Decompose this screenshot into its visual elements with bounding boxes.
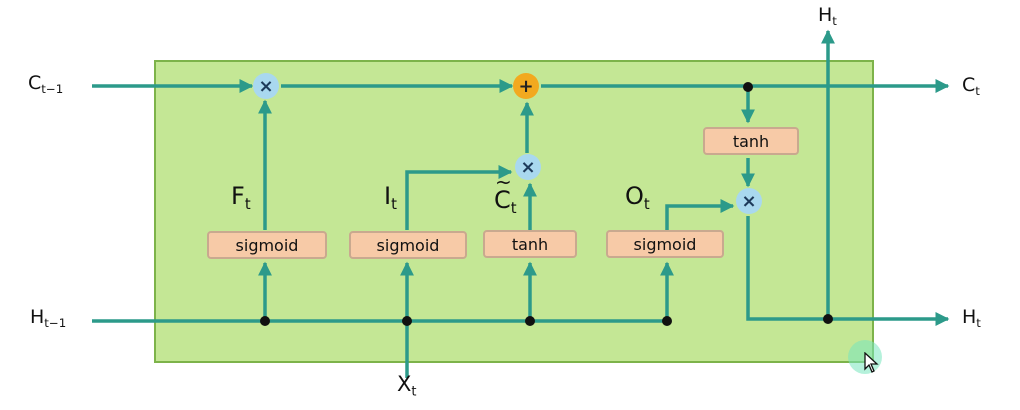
tilde-accent: ~ <box>495 170 512 194</box>
h-prev-label: Ht−1 <box>30 306 67 331</box>
cell-tanh-box: tanh <box>703 127 799 155</box>
forget-multiply-node: × <box>253 73 279 99</box>
multiply-symbol: × <box>520 156 536 178</box>
xt-label: Xt <box>397 372 417 400</box>
candidate-label: ~ Ct <box>494 170 517 218</box>
junction-dot <box>743 82 753 92</box>
junction-dot <box>525 316 535 326</box>
ht-top-label: Ht <box>818 4 837 29</box>
ht-right-label: Ht <box>962 306 981 331</box>
forget-gate-box: sigmoid <box>207 231 327 259</box>
input-multiply-node: × <box>515 154 541 180</box>
hidden-output-line <box>746 216 950 326</box>
add-symbol: + <box>518 75 534 97</box>
cell-add-node: + <box>513 73 539 99</box>
junction-dot <box>402 316 412 326</box>
multiply-symbol: × <box>741 190 757 212</box>
input-gate-box: sigmoid <box>349 231 467 259</box>
multiply-symbol: × <box>258 75 274 97</box>
candidate-box: tanh <box>483 230 577 258</box>
output-gate-output-line <box>665 199 735 230</box>
output-gate-label: Ot <box>625 182 650 214</box>
mouse-pointer-icon <box>864 352 879 373</box>
junction-dot <box>260 316 270 326</box>
c-prev-label: Ct−1 <box>28 72 64 97</box>
junction-dot <box>823 314 833 324</box>
input-gate-label: It <box>384 182 397 214</box>
output-multiply-node: × <box>736 188 762 214</box>
forget-gate-label: Ft <box>231 182 251 214</box>
junction-dot <box>662 316 672 326</box>
ct-label: Ct <box>962 74 980 99</box>
input-gate-output-line <box>405 165 513 230</box>
output-gate-box: sigmoid <box>606 230 724 258</box>
